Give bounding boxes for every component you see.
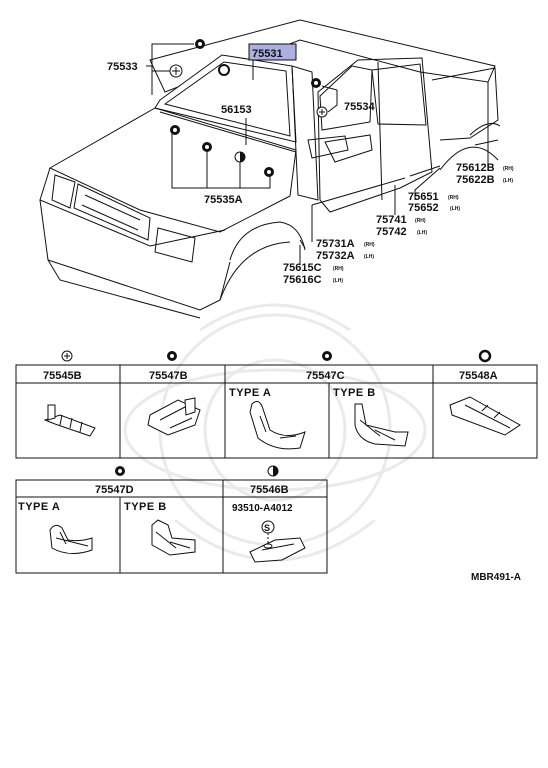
symbol-75547b — [167, 351, 177, 361]
callout-75732a: 75732A — [316, 250, 355, 262]
callout-75731a: 75731A — [316, 238, 355, 250]
clip-drawing-75545b — [43, 404, 96, 437]
callout-75652: 75652 — [408, 202, 439, 214]
cell-75546b: 75546B — [250, 484, 289, 496]
clip-marker-75546b — [234, 151, 246, 163]
clip-table-bottom: 75547D 75546B TYPE A TYPE B 93510-A4012 … — [15, 465, 328, 574]
clip-marker-75545b — [169, 64, 183, 78]
cell-75547d: 75547D — [95, 484, 134, 496]
cell-75547c: 75547C — [306, 370, 345, 382]
clip-marker-75547d — [264, 167, 274, 177]
symbol-75547d — [115, 466, 125, 476]
callout-75742: 75742 — [376, 226, 407, 238]
callout-75616c: 75616C — [283, 274, 322, 286]
type-a-label-bottom: TYPE A — [18, 501, 60, 513]
cell-75545b: 75545B — [43, 370, 82, 382]
callout-75531-highlight — [248, 43, 297, 61]
callout-75622b-side: (LH) — [503, 178, 513, 184]
clip-marker-pillar — [316, 106, 328, 118]
callout-56153: 56153 — [221, 104, 252, 116]
callout-75615c-side: (RH) — [333, 266, 344, 272]
callout-75731a-side: (RH) — [364, 242, 375, 248]
callout-75651: 75651 — [408, 191, 439, 203]
callout-75531[interactable]: 75531 — [252, 48, 283, 60]
callout-75652-side: (LH) — [450, 206, 460, 212]
clip-drawing-75547d-a — [49, 524, 93, 554]
clip-drawing-75547c-a — [249, 400, 306, 450]
callout-75612b: 75612B — [456, 162, 495, 174]
clip-table-top: 75545B 75547B 75547C 75548A TYPE A TYPE … — [15, 349, 538, 459]
clip-marker-75548a — [195, 39, 205, 49]
callouts: 75533 75531 56153 75534 75535A 75612B (R… — [107, 43, 514, 286]
leader-lines — [146, 43, 489, 265]
callout-75615c: 75615C — [283, 262, 322, 274]
cell-75548a: 75548A — [459, 370, 498, 382]
callout-75534: 75534 — [344, 101, 375, 113]
clip-marker-75547c — [202, 142, 212, 152]
callout-75533: 75533 — [107, 61, 138, 73]
callout-75741: 75741 — [376, 214, 407, 226]
symbol-75545b — [61, 350, 73, 362]
cell-75547b: 75547B — [149, 370, 188, 382]
callout-75651-side: (RH) — [448, 195, 459, 201]
callout-75741-side: (RH) — [415, 218, 426, 224]
truck-illustration — [39, 19, 501, 319]
symbol-75548a — [478, 349, 492, 363]
callout-75742-side: (LH) — [417, 230, 427, 236]
clip-drawing-75547d-b — [151, 519, 196, 556]
type-a-label: TYPE A — [229, 387, 271, 399]
callout-75612b-side: (RH) — [503, 166, 514, 172]
symbol-75547c — [322, 351, 332, 361]
type-b-label-bottom: TYPE B — [124, 501, 167, 513]
symbol-75546b — [267, 465, 279, 477]
screw-symbol: S — [264, 523, 270, 533]
clip-drawing-75546b: S — [249, 520, 306, 563]
callout-75616c-side: (LH) — [333, 278, 343, 284]
windshield-moulding — [159, 111, 297, 153]
clip-marker-pillar-top — [311, 78, 321, 88]
callout-75535a: 75535A — [204, 194, 243, 206]
clip-drawing-75547c-b — [354, 403, 409, 447]
callout-75622b: 75622B — [456, 174, 495, 186]
screw-part-number: 93510-A4012 — [232, 503, 293, 514]
figure-code: MBR491-A — [471, 572, 521, 583]
clip-drawing-75547b — [147, 397, 201, 436]
clip-drawing-75548a — [449, 396, 521, 436]
type-b-label: TYPE B — [333, 387, 376, 399]
callout-75732a-side: (LH) — [364, 254, 374, 260]
clip-marker-top — [218, 64, 230, 76]
